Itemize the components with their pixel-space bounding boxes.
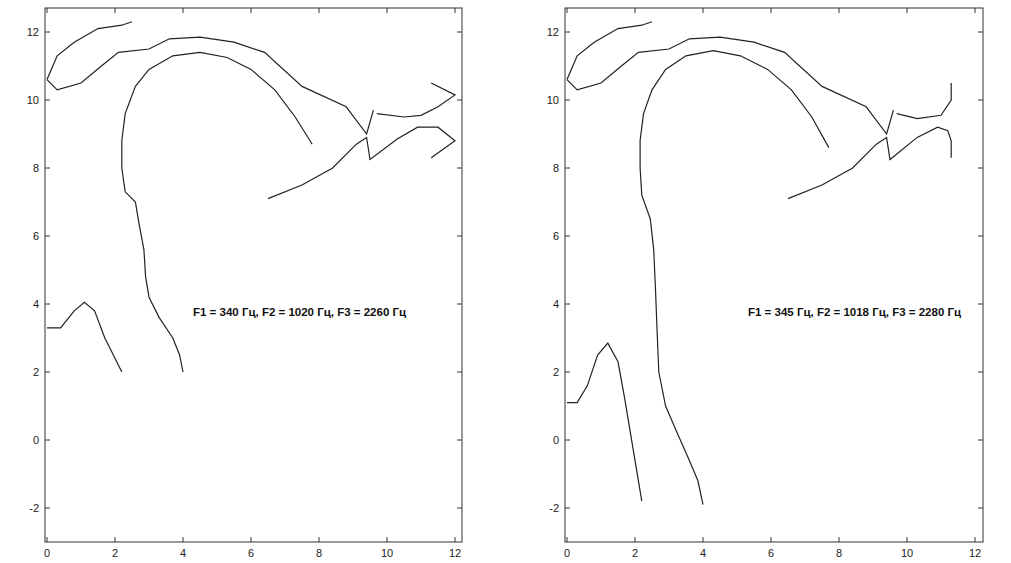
tick-mark: [565, 440, 570, 441]
y-tick-label: 2: [553, 366, 559, 378]
tick-mark: [703, 537, 704, 542]
tick-mark: [975, 537, 976, 542]
tick-mark: [45, 32, 50, 33]
tick-mark: [975, 8, 976, 13]
tick-mark: [978, 100, 983, 101]
tick-mark: [457, 100, 462, 101]
x-tick-label: 2: [632, 547, 638, 559]
tick-mark: [387, 8, 388, 13]
tick-mark: [457, 440, 462, 441]
tick-mark: [387, 537, 388, 542]
x-tick-label: 10: [901, 547, 913, 559]
tick-mark: [319, 537, 320, 542]
tick-mark: [183, 8, 184, 13]
y-tick-label: 10: [27, 94, 39, 106]
tick-mark: [978, 440, 983, 441]
tick-mark: [978, 304, 983, 305]
x-tick-label: 12: [449, 547, 461, 559]
tick-mark: [978, 168, 983, 169]
tick-mark: [567, 8, 568, 13]
tick-mark: [251, 8, 252, 13]
formant-values: F1 = 340 Гц, F2 = 1020 Гц, F3 = 2260 Гц: [193, 306, 406, 318]
axes-box: [565, 8, 983, 542]
y-tick-label: 0: [33, 434, 39, 446]
tick-mark: [45, 100, 50, 101]
x-tick-label: 4: [180, 547, 186, 559]
tick-mark: [565, 372, 570, 373]
tick-mark: [567, 537, 568, 542]
x-tick-label: 12: [969, 547, 981, 559]
tick-mark: [47, 537, 48, 542]
y-tick-label: 8: [33, 162, 39, 174]
x-tick-label: 0: [564, 547, 570, 559]
tick-mark: [251, 537, 252, 542]
tick-mark: [455, 8, 456, 13]
tick-mark: [45, 168, 50, 169]
tick-mark: [457, 236, 462, 237]
tick-mark: [565, 236, 570, 237]
tract-contour-left: [47, 22, 455, 372]
x-tick-label: 2: [112, 547, 118, 559]
tick-mark: [771, 8, 772, 13]
x-tick-label: 6: [248, 547, 254, 559]
tick-mark: [771, 537, 772, 542]
tick-mark: [635, 8, 636, 13]
axis-ticks: [45, 8, 983, 542]
y-tick-label: 10: [547, 94, 559, 106]
tick-mark: [455, 537, 456, 542]
x-tick-label: 8: [316, 547, 322, 559]
tick-mark: [565, 304, 570, 305]
x-tick-label: 10: [381, 547, 393, 559]
x-tick-label: 8: [836, 547, 842, 559]
tick-mark: [839, 8, 840, 13]
tick-mark: [47, 8, 48, 13]
y-tick-label: 8: [553, 162, 559, 174]
y-tick-label: 6: [33, 230, 39, 242]
tick-mark: [978, 32, 983, 33]
tick-mark: [703, 8, 704, 13]
y-tick-label: -2: [29, 502, 39, 514]
y-tick-label: 0: [553, 434, 559, 446]
tick-mark: [45, 304, 50, 305]
tick-mark: [565, 508, 570, 509]
x-tick-label: 6: [768, 547, 774, 559]
tick-mark: [839, 537, 840, 542]
x-tick-label: 4: [700, 547, 706, 559]
tick-mark: [45, 440, 50, 441]
tick-mark: [45, 508, 50, 509]
tick-mark: [565, 168, 570, 169]
y-tick-label: 4: [553, 298, 559, 310]
tick-mark: [115, 8, 116, 13]
tick-mark: [978, 236, 983, 237]
tick-mark: [978, 372, 983, 373]
tick-mark: [115, 537, 116, 542]
tick-mark: [457, 508, 462, 509]
tick-mark: [457, 372, 462, 373]
y-tick-label: 12: [547, 26, 559, 38]
formant-values: F1 = 345 Гц, F2 = 1018 Гц, F3 = 2280 Гц: [748, 306, 961, 318]
tick-mark: [319, 8, 320, 13]
y-tick-label: 4: [33, 298, 39, 310]
tick-mark: [907, 8, 908, 13]
tick-mark: [457, 168, 462, 169]
tract-contour-right: [567, 22, 951, 505]
tick-mark: [978, 508, 983, 509]
y-tick-label: 6: [553, 230, 559, 242]
axes-box: [45, 8, 462, 542]
tick-mark: [565, 100, 570, 101]
y-tick-label: 12: [27, 26, 39, 38]
y-tick-label: 2: [33, 366, 39, 378]
tick-mark: [907, 537, 908, 542]
y-tick-label: -2: [549, 502, 559, 514]
tick-mark: [457, 32, 462, 33]
tick-mark: [183, 537, 184, 542]
tick-mark: [457, 304, 462, 305]
tick-mark: [45, 236, 50, 237]
tick-mark: [565, 32, 570, 33]
tick-mark: [635, 537, 636, 542]
x-tick-label: 0: [44, 547, 50, 559]
tick-mark: [45, 372, 50, 373]
